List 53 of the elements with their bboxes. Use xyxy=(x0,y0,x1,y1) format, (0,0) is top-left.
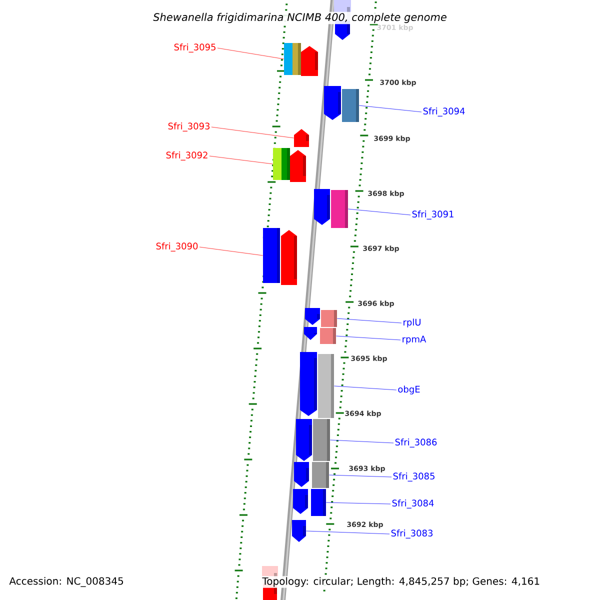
leader-line xyxy=(359,105,422,112)
gene-feature xyxy=(281,230,297,285)
leader-line xyxy=(329,474,392,478)
leader-line xyxy=(217,48,284,60)
leader-line xyxy=(211,126,294,138)
gene-feature xyxy=(290,150,306,182)
gene-feature xyxy=(311,489,326,516)
gene-feature xyxy=(263,228,280,283)
title: Shewanella frigidimarina NCIMB 400, complete genome xyxy=(152,12,448,24)
gene-feature xyxy=(305,308,320,325)
gene-feature xyxy=(312,462,329,488)
gene-feature xyxy=(300,352,317,416)
gene-label: Sfri_3084 xyxy=(392,500,434,508)
gene-label: obgE xyxy=(398,386,420,394)
gene-label: rpmA xyxy=(402,336,426,344)
gene-label: Sfri_3085 xyxy=(393,472,434,482)
gene-feature xyxy=(314,189,330,225)
leader-line xyxy=(199,246,263,256)
gene-label: Sfri_3094 xyxy=(423,108,465,116)
gene-feature xyxy=(294,129,309,147)
gene-label: Sfri_3083 xyxy=(391,530,433,538)
gene-label: Sfri_3092 xyxy=(166,152,208,160)
leader-line xyxy=(348,208,411,216)
leader-line xyxy=(306,530,390,534)
genome-info-text: Topology: circular; Length: 4,845,257 bp; Genes: 4,161 xyxy=(261,576,542,588)
gene-label: Sfri_3093 xyxy=(168,122,210,132)
gene-feature xyxy=(292,520,306,542)
gene-label: rplU xyxy=(404,318,420,328)
gene-feature xyxy=(321,310,337,327)
gene-feature xyxy=(313,419,330,461)
leader-line xyxy=(336,336,401,340)
gene-feature xyxy=(301,46,318,76)
gene-label: Sfri_3086 xyxy=(395,438,437,448)
leader-line xyxy=(330,440,394,444)
gene-feature xyxy=(294,462,309,487)
gene-label: Sfri_3095 xyxy=(174,44,216,52)
gene-feature xyxy=(331,190,348,228)
leader-line xyxy=(337,318,402,324)
leader-line xyxy=(209,156,273,164)
gene-feature xyxy=(304,327,317,340)
gene-feature xyxy=(273,148,290,180)
gene-feature xyxy=(342,89,359,122)
gene-label: Sfri_3091 xyxy=(412,210,454,220)
gene-feature xyxy=(296,419,312,461)
leader-line xyxy=(326,502,391,504)
gene-feature xyxy=(318,354,334,418)
gene-feature xyxy=(293,489,308,514)
gene-feature xyxy=(320,328,336,344)
accession-text: Accession: NC_008345 xyxy=(8,576,125,588)
gene-label: Sfri_3090 xyxy=(156,242,198,252)
gene-feature xyxy=(324,86,341,120)
leader-line xyxy=(334,386,397,390)
gene-feature xyxy=(284,43,301,75)
